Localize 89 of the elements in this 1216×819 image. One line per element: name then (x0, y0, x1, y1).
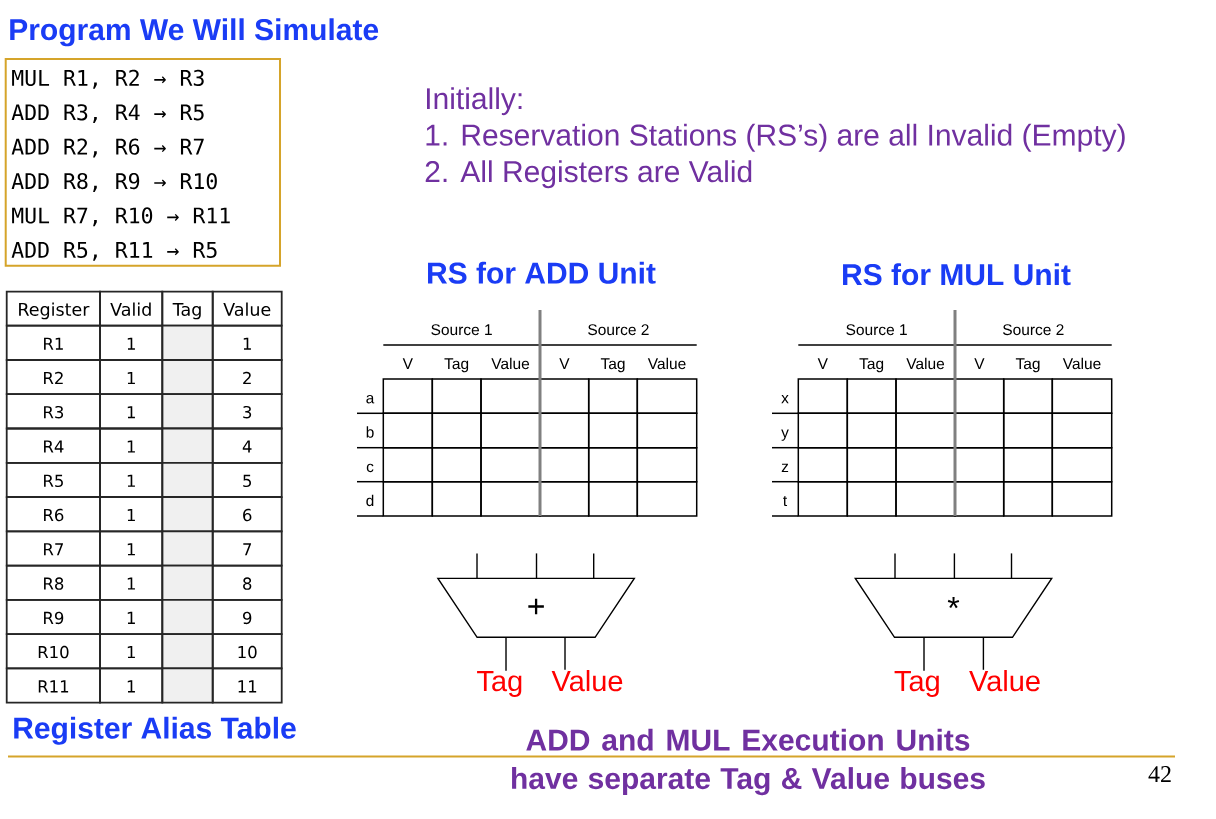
caption: ADD and MUL Execution Units have separate Tag & Value buses (512, 728, 985, 796)
table-title: Register Alias Table (14, 716, 296, 745)
table-cell: 10 (211, 633, 283, 670)
table-cell: 1 (99, 359, 164, 396)
group-header: Source 1 (431, 324, 492, 336)
table-cell: R1 (5, 324, 101, 361)
list-item: 1. Reservation Stations (RS’s) are all Invalid (Empty) (426, 123, 1125, 152)
output-line (982, 636, 985, 671)
code-line: MUL R1, R2 → R3 (12, 69, 204, 89)
table-cell: R5 (5, 461, 101, 498)
output-line (564, 636, 566, 671)
table-cell: 1 (99, 564, 164, 601)
page-number: 42 (1148, 766, 1171, 782)
column-header: V (402, 358, 413, 369)
table-cell: R9 (5, 599, 101, 635)
column-header: V (974, 358, 985, 369)
header-cell: Valid (99, 290, 164, 327)
row-label: d (366, 494, 374, 507)
group-header: Source 2 (588, 324, 649, 336)
table-cell: 1 (99, 667, 164, 704)
code-line: ADD R2, R6 → R7 (11, 138, 204, 158)
bus-label: Tag (894, 671, 939, 697)
note-text: Initially: (427, 87, 522, 116)
row-label: z (781, 463, 789, 472)
group-header: Source 2 (1003, 324, 1064, 336)
input-line (476, 552, 478, 579)
input-line (593, 552, 595, 579)
header-cell: Register (5, 290, 101, 327)
table-cell: R7 (5, 530, 101, 567)
column-header: V (817, 358, 828, 369)
column-header: Value (647, 357, 686, 370)
table-cell: 1 (99, 393, 164, 430)
table-cell: 5 (211, 461, 283, 498)
column-header: Value (906, 357, 945, 370)
input-line (953, 552, 956, 579)
output-line (505, 636, 507, 672)
table-cell: 3 (211, 393, 283, 430)
header-cell: Value (211, 290, 283, 327)
table-cell: R10 (5, 633, 101, 670)
input-line (1010, 552, 1013, 579)
group-header: Source 1 (846, 324, 907, 336)
column-header: Tag (600, 358, 625, 373)
table-cell: 1 (99, 324, 164, 361)
table-cell: 9 (211, 599, 283, 635)
table-title: RS for ADD Unit (428, 261, 656, 284)
code-line: ADD R8, R9 → R10 (11, 172, 217, 192)
column-header: Tag (859, 358, 884, 373)
output-line (923, 636, 925, 672)
list-item: 2. All Registers are Valid (425, 160, 752, 189)
table-cell: 7 (211, 530, 283, 567)
table-cell: 1 (99, 496, 164, 533)
input-line (535, 552, 538, 579)
column-header: Tag (444, 358, 469, 373)
column-header: V (559, 358, 570, 369)
table-cell: R4 (5, 427, 101, 464)
table-cell: 8 (211, 564, 283, 601)
table-cell: 1 (211, 324, 283, 361)
column-header: Tag (1015, 358, 1040, 373)
row-label: c (366, 463, 374, 473)
code-line: ADD R5, R11 → R5 (11, 242, 217, 261)
bus-label: Value (551, 670, 623, 692)
column-header: Value (1062, 357, 1101, 370)
row-label: a (366, 394, 375, 404)
table-cell: 1 (99, 530, 164, 567)
input-line (894, 552, 896, 579)
row-label: t (783, 496, 788, 507)
code-line: ADD R3, R4 → R5 (11, 104, 204, 124)
table-cell: R11 (5, 667, 101, 704)
table-cell: R6 (5, 496, 101, 533)
table-cell: 11 (211, 667, 283, 704)
bus-label: Tag (477, 671, 522, 697)
table-title: RS for MUL Unit (843, 263, 1071, 286)
table-cell: R8 (5, 564, 101, 601)
table-cell: 6 (211, 496, 283, 533)
table-cell: 2 (211, 359, 283, 396)
row-label: x (781, 395, 789, 404)
row-label: y (781, 429, 789, 441)
table-cell: 1 (99, 427, 164, 464)
table-cell: 1 (99, 461, 164, 498)
table-cell: R3 (5, 393, 101, 430)
table-cell: 1 (99, 599, 164, 635)
row-label: b (366, 426, 374, 438)
table-cell: R2 (5, 359, 101, 396)
bus-label: Value (969, 670, 1040, 692)
column-header: Value (491, 357, 530, 370)
code-line: MUL R7, R10 → R11 (12, 207, 230, 227)
table-cell: 1 (99, 633, 164, 670)
heading: Program We Will Simulate (10, 18, 379, 47)
table-cell: 4 (211, 427, 283, 464)
